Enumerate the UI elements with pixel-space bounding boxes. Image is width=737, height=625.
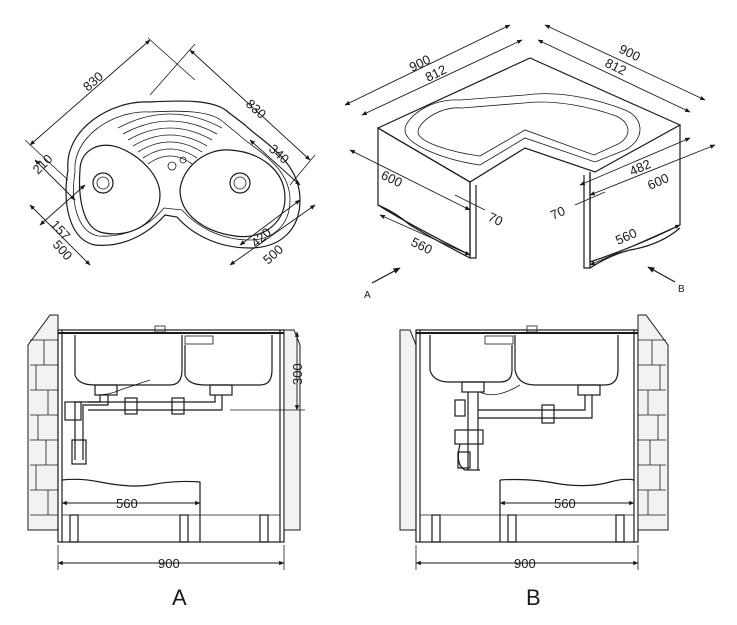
iso-view: 900 812 900 812 600 482 600 70 70 560 56…: [344, 24, 716, 301]
sink-inner-outline: [73, 110, 291, 241]
dim-210: 210: [30, 151, 56, 177]
top-view: 830 830 210 340 157 500 420 500: [24, 37, 316, 268]
dim-830-right: 830: [243, 96, 269, 122]
view-label-a: A: [172, 585, 187, 610]
iso-dim-600-left: 600: [379, 167, 405, 190]
front-view-b: 560 900 B: [399, 314, 669, 610]
iso-dim-70-left: 70: [486, 209, 506, 229]
dim-500-right: 500: [260, 242, 286, 268]
dim-500-left: 500: [50, 237, 76, 263]
brick-wall-b: [637, 314, 669, 531]
bowl-a-right: [184, 335, 273, 386]
iso-right-panel: [589, 125, 681, 263]
bowl-a-left: [74, 335, 183, 386]
view-label-b: B: [526, 585, 541, 610]
view-arrow-b-label: B: [678, 284, 685, 295]
dim-900-b: 900: [514, 556, 536, 571]
iso-dim-560-right: 560: [613, 225, 639, 248]
iso-dim-70-right: 70: [548, 203, 567, 223]
iso-sink-outline: [404, 93, 641, 166]
left-bowl: [78, 144, 161, 235]
dim-300: 300: [290, 363, 305, 385]
view-arrow-a-label: A: [364, 290, 371, 301]
right-drain: [229, 172, 251, 194]
dim-560-a: 560: [116, 496, 138, 511]
tap-hole: [167, 161, 177, 171]
brick-wall-a: [27, 314, 59, 531]
iso-dim-482: 482: [627, 156, 653, 179]
iso-left-panel: [377, 126, 471, 256]
dim-900-a: 900: [158, 556, 180, 571]
drainer-ribs: [117, 113, 223, 165]
dim-560-b: 560: [554, 496, 576, 511]
bowl-b-right: [514, 335, 619, 386]
iso-dim-600-right: 600: [645, 170, 671, 193]
front-view-a: 300 560 900 A: [27, 314, 305, 610]
dim-830-left: 830: [80, 69, 106, 95]
bowl-b-left: [429, 335, 513, 383]
left-drain: [92, 172, 114, 194]
